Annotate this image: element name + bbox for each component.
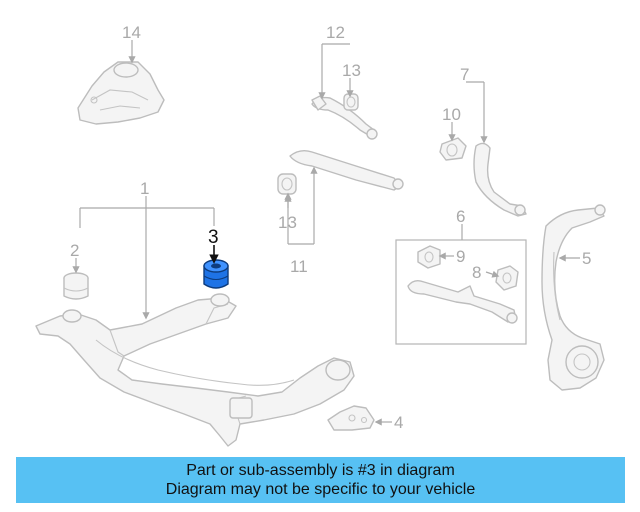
callout-13-middle: 13 xyxy=(278,213,297,232)
callout-13-top: 13 xyxy=(342,61,361,80)
info-banner: Part or sub-assembly is #3 in diagram Di… xyxy=(16,457,625,503)
part-14-mount-bracket xyxy=(77,61,165,125)
part-9-bushing xyxy=(417,245,441,269)
callout-10: 10 xyxy=(442,105,461,124)
callout-4: 4 xyxy=(394,413,403,432)
callout-3-highlighted: 3 xyxy=(208,227,219,248)
part-7-control-arm xyxy=(473,142,527,217)
part-1-subframe xyxy=(35,293,355,447)
part-8-bushing xyxy=(495,265,519,291)
callout-6: 6 xyxy=(456,207,465,226)
part-6-group-box xyxy=(395,239,527,345)
part-6-lower-arm xyxy=(407,279,518,324)
callout-12: 12 xyxy=(326,23,345,42)
part-2-subframe-mount xyxy=(63,272,89,300)
callout-5: 5 xyxy=(582,249,591,268)
callout-9: 9 xyxy=(456,247,465,266)
part-13-bushing-middle xyxy=(277,173,297,195)
callout-11: 11 xyxy=(290,257,308,276)
banner-line-part-number: Part or sub-assembly is #3 in diagram xyxy=(186,462,455,479)
callout-2: 2 xyxy=(70,241,79,260)
part-3-subframe-bushing xyxy=(203,259,229,289)
leader-lines xyxy=(72,40,580,426)
banner-line-disclaimer: Diagram may not be specific to your vehi… xyxy=(165,481,476,498)
part-11-lower-arm xyxy=(289,149,404,191)
callout-8: 8 xyxy=(472,263,481,282)
callout-14: 14 xyxy=(122,23,141,42)
callout-7: 7 xyxy=(460,65,469,84)
part-10-bushing xyxy=(439,137,467,161)
part-5-steering-knuckle xyxy=(541,204,606,391)
callout-1: 1 xyxy=(140,179,149,198)
part-13-bushing-top xyxy=(343,93,359,111)
part-4-bracket xyxy=(327,405,375,431)
